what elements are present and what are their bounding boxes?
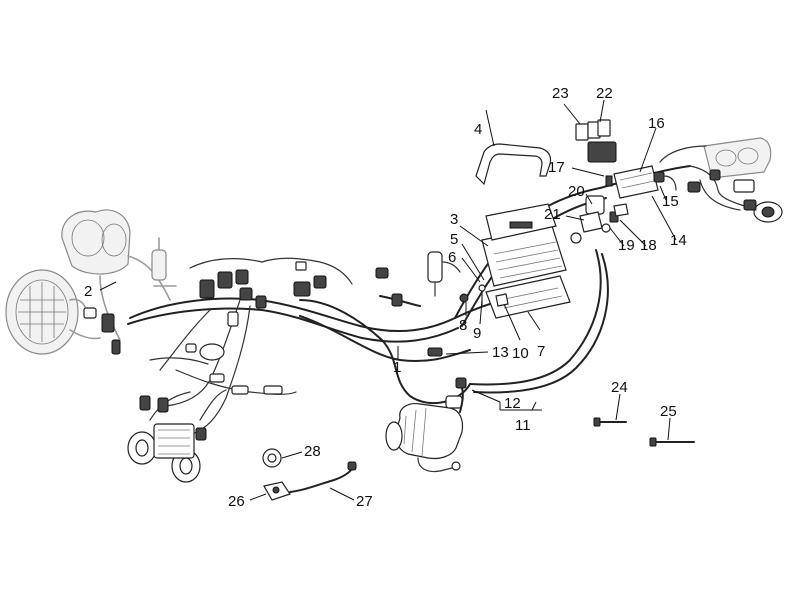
- cable-25: [649, 437, 695, 447]
- relay-21: [570, 211, 603, 244]
- callout-19: 19: [618, 237, 635, 254]
- bracket-4: [475, 143, 552, 186]
- callout-28: 28: [304, 443, 321, 460]
- callout-12: 12: [504, 395, 521, 412]
- parts-18-19: [601, 203, 629, 233]
- callout-22: 22: [596, 85, 613, 102]
- callout-7: 7: [537, 343, 545, 360]
- sensor-26: [263, 481, 291, 501]
- cable-27: [289, 461, 357, 493]
- callout-8: 8: [459, 317, 467, 334]
- instrument-cluster-ghost: [61, 209, 171, 341]
- callout-1: 1: [393, 359, 401, 376]
- starter-motor: [385, 395, 464, 473]
- callout-10: 10: [512, 345, 529, 362]
- cable-12: [455, 377, 467, 413]
- callout-4: 4: [474, 121, 482, 138]
- leader-lines: [99, 99, 677, 501]
- display-dashboard-ghost: [703, 137, 772, 193]
- callout-23: 23: [552, 85, 569, 102]
- callout-21: 21: [544, 206, 561, 223]
- callout-16: 16: [648, 115, 665, 132]
- callout-27: 27: [356, 493, 373, 510]
- harness-connectors: [83, 261, 443, 441]
- callout-14: 14: [670, 232, 687, 249]
- ecu-control-unit: [481, 203, 567, 287]
- callout-3: 3: [450, 211, 458, 228]
- callout-11: 11: [515, 417, 531, 434]
- callout-25: 25: [660, 403, 677, 420]
- callout-15: 15: [662, 193, 679, 210]
- fuse-box-16: [605, 165, 659, 199]
- callout-24: 24: [611, 379, 628, 396]
- ignition-coil: [427, 251, 461, 297]
- callout-6: 6: [448, 249, 456, 266]
- screws-8-9-10: [459, 284, 509, 307]
- handlebar-switch-right: [689, 165, 783, 223]
- relays-22-23: [575, 119, 617, 163]
- ignition-switch: [151, 237, 177, 287]
- headlight-ghost: [5, 269, 101, 355]
- ecu-tray-7: [485, 275, 571, 319]
- callout-20: 20: [568, 183, 585, 200]
- main-wiring-harness: [127, 165, 691, 435]
- callout-5: 5: [450, 231, 458, 248]
- callout-17: 17: [548, 159, 565, 176]
- callout-26: 26: [228, 493, 245, 510]
- horn: [127, 423, 201, 483]
- connectors-15: [653, 145, 721, 193]
- callout-13: 13: [492, 344, 509, 361]
- cable-24: [593, 417, 627, 427]
- callout-18: 18: [640, 237, 657, 254]
- callout-9: 9: [473, 325, 481, 342]
- callout-labels: 1 2 3 4 5 6 7 8 9 10 11 12 13 14 15 16 1…: [84, 85, 687, 510]
- clamp-28: [262, 448, 282, 468]
- callout-2: 2: [84, 283, 92, 300]
